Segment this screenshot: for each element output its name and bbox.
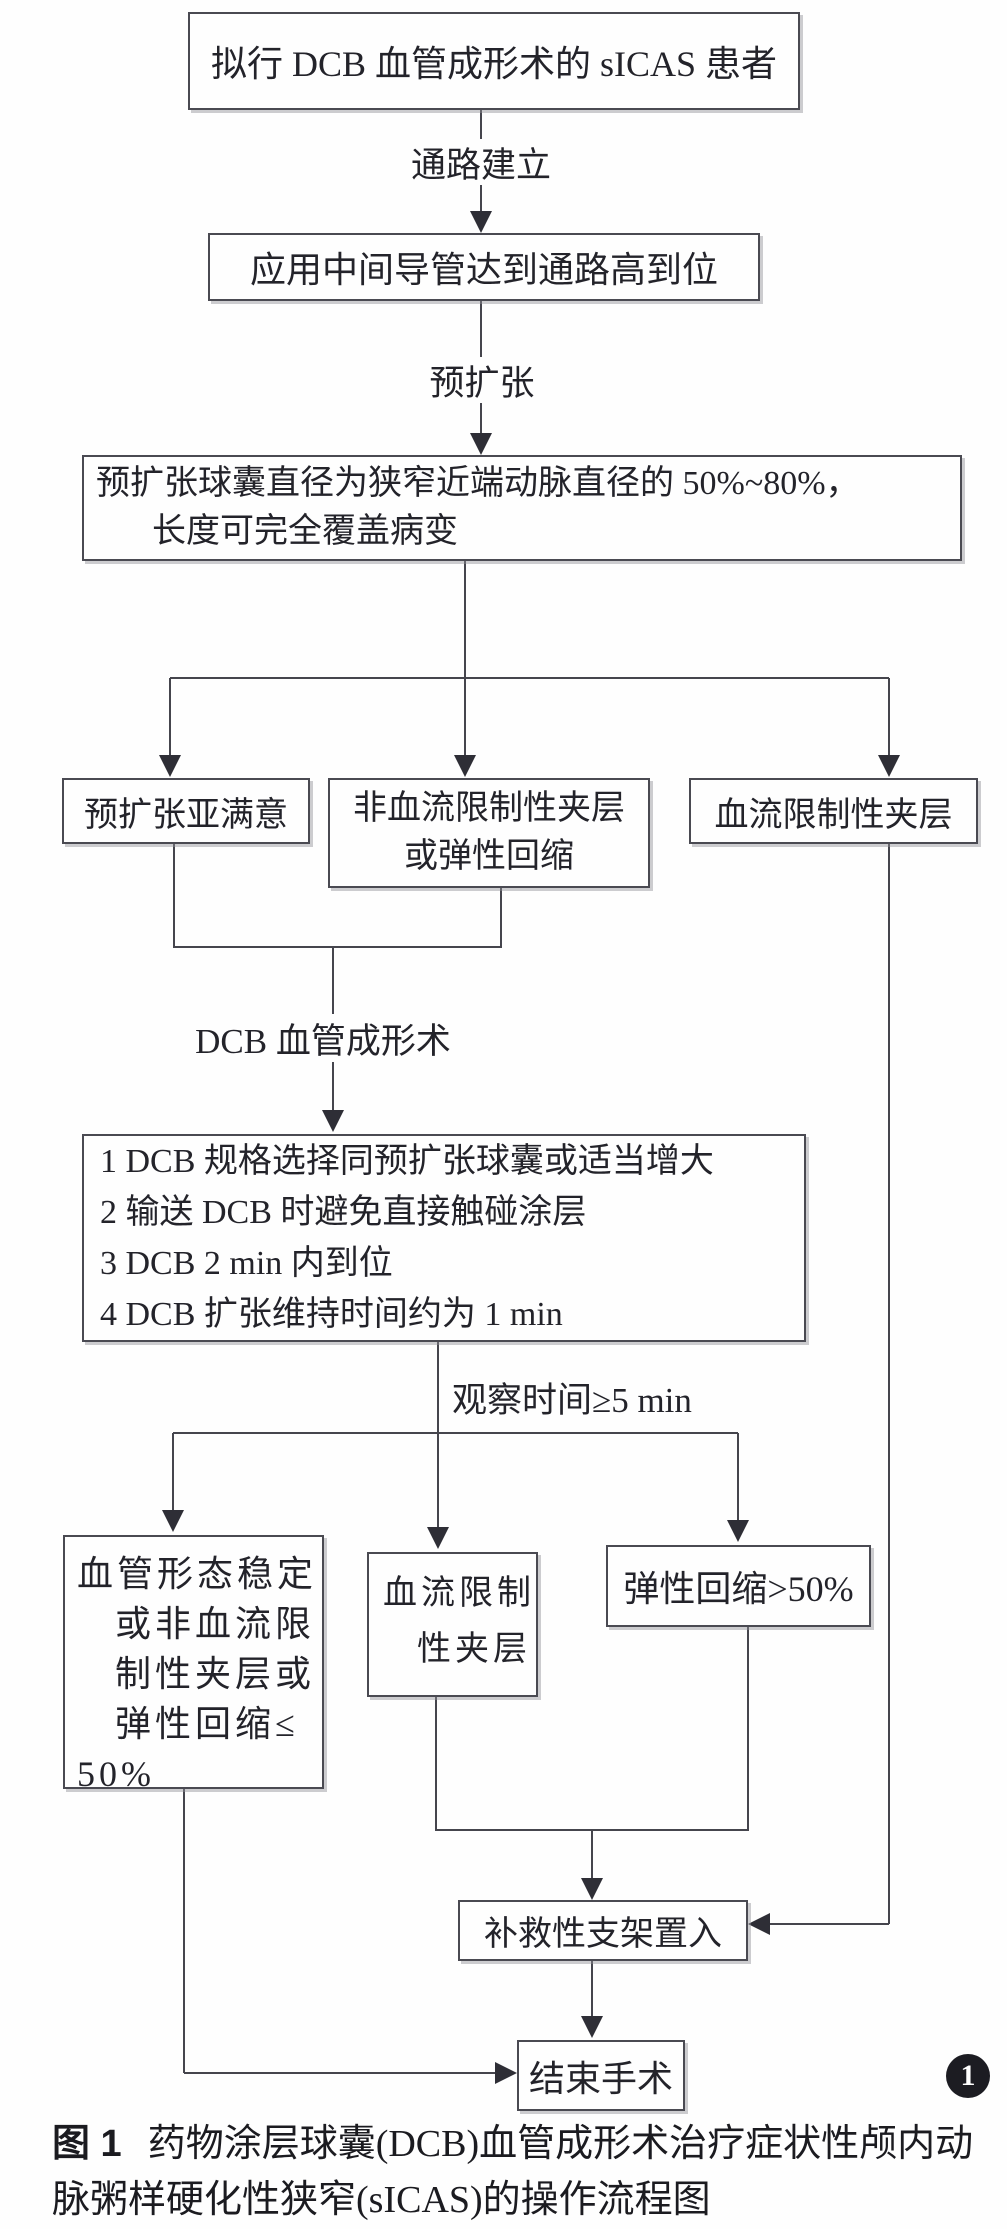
node-patients-label: 拟行 DCB 血管成形术的 sICAS 患者 bbox=[210, 44, 778, 84]
arrowhead-stable bbox=[162, 1510, 184, 1532]
flow-limiting-2-line-1: 血流限制 bbox=[383, 1575, 535, 1612]
balloon-spec-line-1: 预扩张球囊直径为狭窄近端动脉直径的 50%~80%， bbox=[96, 465, 860, 502]
node-vessel-stable: 血管形态稳定 或非血流限 制性夹层或 弹性回缩≤ 50% bbox=[63, 1535, 324, 1794]
figure-number-badge-text: 1 bbox=[960, 2059, 976, 2092]
rescue-label: 补救性支架置入 bbox=[484, 1916, 722, 1953]
arrowhead-catheter bbox=[470, 211, 492, 233]
arrowhead-dcb-steps bbox=[322, 1110, 344, 1132]
end-label: 结束手术 bbox=[528, 2058, 673, 2099]
node-intermediate-catheter: 应用中间导管达到通路高到位 bbox=[208, 233, 760, 301]
node-non-flow-limiting-dissection: 非血流限制性夹层 或弹性回缩 bbox=[328, 778, 650, 888]
dcb-step-2: 2 输送 DCB 时避免直接触碰涂层 bbox=[100, 1194, 587, 1231]
edge-label-access: 通路建立 bbox=[390, 139, 572, 185]
arrowhead-end-left bbox=[495, 2062, 517, 2084]
stable-line-1: 血管形态稳定 bbox=[77, 1554, 318, 1594]
recoil-label: 弹性回缩>50% bbox=[623, 1569, 854, 1609]
dcb-step-4: 4 DCB 扩张维持时间约为 1 min bbox=[100, 1296, 563, 1333]
arrowhead-rescue-right bbox=[748, 1913, 770, 1935]
arrowhead-non-flow bbox=[454, 755, 476, 777]
node-end-procedure: 结束手术 bbox=[517, 2040, 685, 2111]
stable-line-4: 弹性回缩≤ bbox=[115, 1704, 299, 1744]
figure-caption-text-1: 药物涂层球囊(DCB)血管成形术治疗症状性颅内动 bbox=[147, 2123, 974, 2165]
stable-line-5: 50% bbox=[77, 1754, 155, 1794]
arrowhead-subsatisfactory bbox=[159, 755, 181, 777]
flow-limiting-label: 血流限制性夹层 bbox=[714, 796, 953, 834]
figure-number-badge: 1 bbox=[946, 2054, 990, 2098]
node-dcb-steps: 1 DCB 规格选择同预扩张球囊或适当增大 2 输送 DCB 时避免直接触碰涂层… bbox=[82, 1134, 806, 1342]
edge-label-pre-dilation: 预扩张 bbox=[412, 357, 552, 403]
arrowhead-flow-limiting-2 bbox=[427, 1527, 449, 1549]
edge-label-observation-text: 观察时间≥5 min bbox=[452, 1380, 692, 1420]
arrowhead-end-top bbox=[581, 2016, 603, 2038]
node-predilation-subsatisfactory: 预扩张亚满意 bbox=[62, 778, 310, 844]
non-flow-line-2: 或弹性回缩 bbox=[404, 838, 574, 875]
flow-limiting-2-line-2: 性夹层 bbox=[417, 1631, 531, 1668]
arrowhead-recoil bbox=[727, 1520, 749, 1542]
dcb-step-1: 1 DCB 规格选择同预扩张球囊或适当增大 bbox=[100, 1143, 714, 1180]
edge-label-pre-dilation-text: 预扩张 bbox=[429, 363, 535, 403]
node-elastic-recoil-gt-50: 弹性回缩>50% bbox=[606, 1545, 871, 1627]
balloon-spec-line-2: 长度可完全覆盖病变 bbox=[152, 513, 458, 550]
node-rescue-stent: 补救性支架置入 bbox=[458, 1900, 748, 1961]
node-catheter-label: 应用中间导管达到通路高到位 bbox=[249, 250, 718, 290]
node-patients: 拟行 DCB 血管成形术的 sICAS 患者 bbox=[188, 12, 800, 110]
node-flow-limiting-dissection: 血流限制性夹层 bbox=[689, 778, 978, 844]
edge-label-access-text: 通路建立 bbox=[410, 145, 551, 185]
edge-label-observation: 观察时间≥5 min bbox=[452, 1373, 748, 1421]
stable-line-2: 或非血流限 bbox=[115, 1604, 316, 1644]
subsatisfactory-label: 预扩张亚满意 bbox=[84, 796, 288, 834]
edge-label-dcb-angioplasty: DCB 血管成形术 bbox=[182, 1014, 464, 1062]
arrowhead-flow-limiting bbox=[878, 755, 900, 777]
figure-caption-line-1: 图 1 药物涂层球囊(DCB)血管成形术治疗症状性颅内动 bbox=[52, 2116, 1004, 2172]
non-flow-line-1: 非血流限制性夹层 bbox=[353, 790, 625, 827]
arrowhead-balloon bbox=[470, 433, 492, 455]
edge-label-dcb-angioplasty-text: DCB 血管成形术 bbox=[195, 1021, 451, 1061]
node-flow-limiting-dissection-2: 血流限制 性夹层 bbox=[367, 1552, 538, 1697]
figure-caption: 图 1 药物涂层球囊(DCB)血管成形术治疗症状性颅内动 脉粥样硬化性狭窄(sIC… bbox=[52, 2116, 1004, 2228]
figure-caption-line-2: 脉粥样硬化性狭窄(sICAS)的操作流程图 bbox=[52, 2179, 711, 2221]
dcb-step-3: 3 DCB 2 min 内到位 bbox=[100, 1245, 393, 1282]
arrowhead-rescue-top bbox=[581, 1878, 603, 1900]
stable-line-3: 制性夹层或 bbox=[115, 1654, 316, 1694]
figure-caption-label: 图 1 bbox=[52, 2123, 122, 2165]
node-balloon-spec: 预扩张球囊直径为狭窄近端动脉直径的 50%~80%， 长度可完全覆盖病变 bbox=[82, 455, 962, 561]
